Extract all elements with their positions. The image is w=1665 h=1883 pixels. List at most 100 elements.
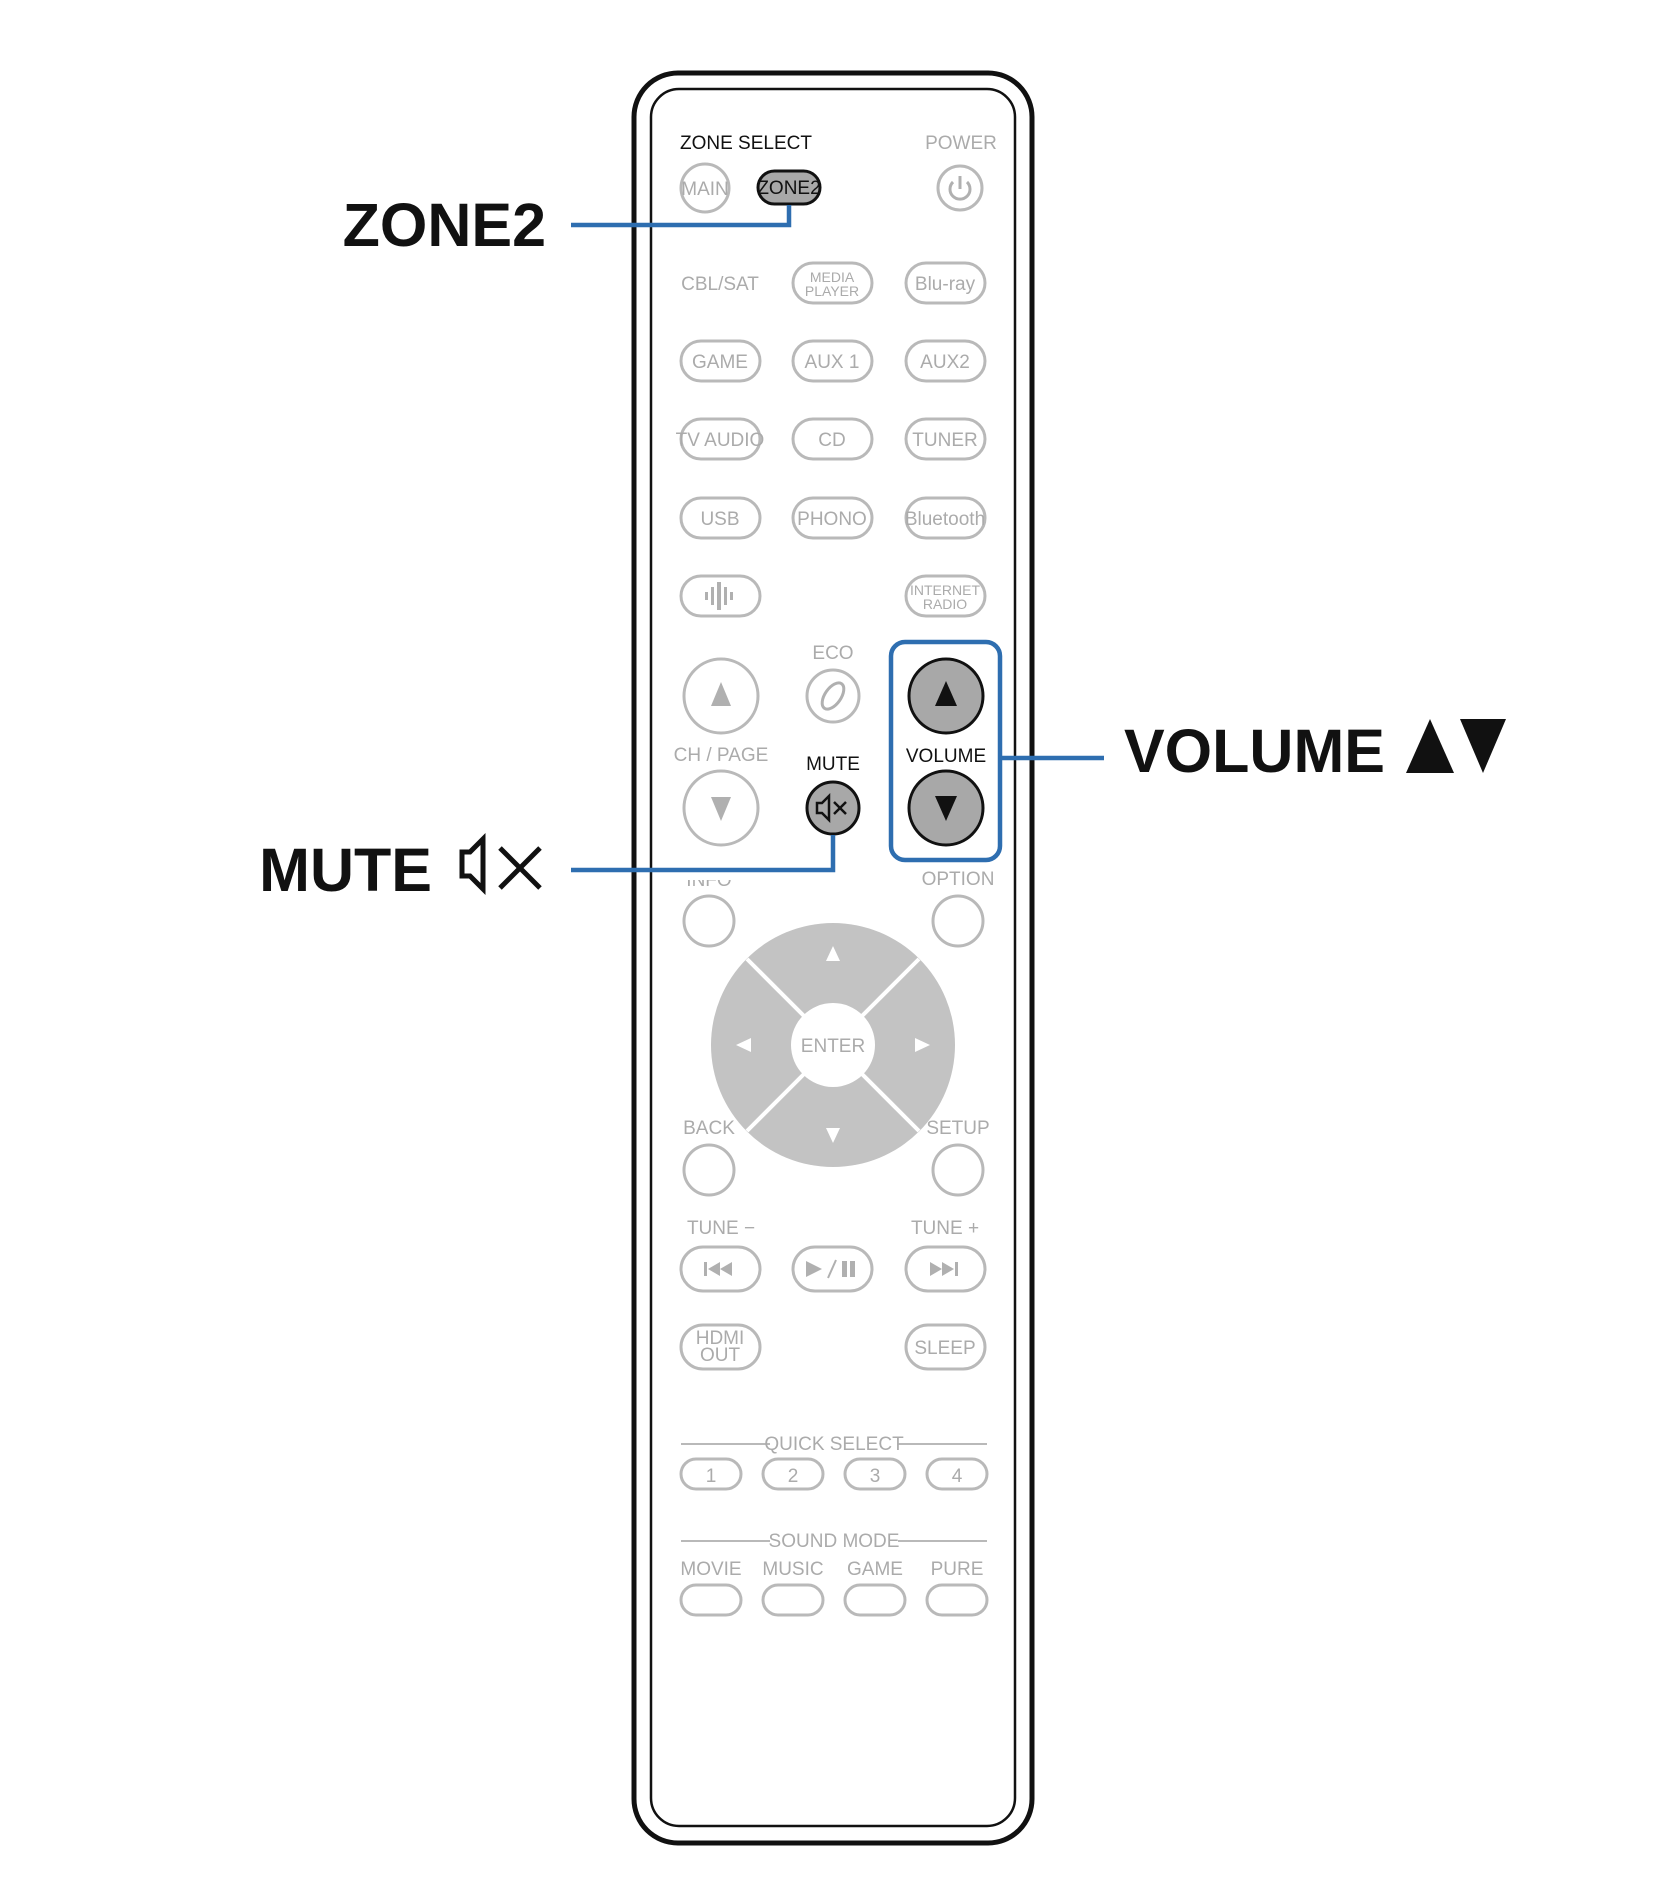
- skip-forward-icon: [930, 1262, 958, 1276]
- source-button-blu-ray[interactable]: Blu-ray: [904, 261, 987, 305]
- play-pause-button[interactable]: [791, 1245, 874, 1293]
- quick-select-section: QUICK SELECT 1 2 3 4: [679, 1434, 989, 1491]
- ch-page-down-button[interactable]: [682, 769, 760, 847]
- svg-text:GAME: GAME: [692, 352, 748, 373]
- skip-back-icon: [704, 1262, 732, 1276]
- source-button-internet-radio[interactable]: INTERNET RADIO: [904, 574, 987, 618]
- dpad-down[interactable]: [826, 1128, 840, 1143]
- heos-icon: [705, 582, 733, 610]
- sleep-button[interactable]: SLEEP: [904, 1323, 987, 1371]
- mute-button[interactable]: [805, 780, 861, 836]
- sound-mode-label: SOUND MODE: [769, 1531, 900, 1552]
- triangle-down-icon: [711, 797, 731, 821]
- svg-text:TV AUDIO: TV AUDIO: [676, 430, 765, 451]
- callout-volume: VOLUME: [1124, 717, 1385, 785]
- enter-button[interactable]: [791, 1003, 875, 1087]
- option-button[interactable]: [931, 894, 985, 948]
- source-button-aux1[interactable]: AUX 1: [791, 339, 874, 383]
- volume-highlight-frame: [888, 639, 1003, 863]
- source-button-bluetooth[interactable]: Bluetooth: [904, 496, 987, 540]
- tune-minus-label: TUNE −: [687, 1218, 755, 1239]
- mute-label: MUTE: [806, 754, 860, 775]
- callout-mute: MUTE: [259, 836, 432, 904]
- dpad-up[interactable]: [826, 946, 840, 961]
- svg-text:4: 4: [952, 1466, 963, 1487]
- sound-mode-pure-button[interactable]: [925, 1583, 989, 1617]
- sound-mode-music-label: MUSIC: [762, 1559, 823, 1580]
- svg-text:CD: CD: [818, 430, 845, 451]
- source-button-tv-audio[interactable]: TV AUDIO: [676, 417, 765, 461]
- enter-label: ENTER: [801, 1036, 865, 1057]
- source-button-phono[interactable]: PHONO: [791, 496, 874, 540]
- dpad-left[interactable]: [736, 1038, 751, 1052]
- source-button-game[interactable]: GAME: [679, 339, 762, 383]
- source-button-media-player[interactable]: MEDIA PLAYER: [791, 261, 874, 305]
- source-button-heos[interactable]: [679, 574, 762, 618]
- svg-text:RADIO: RADIO: [923, 596, 967, 612]
- volume-up-button[interactable]: [907, 657, 985, 735]
- quick-select-button-3[interactable]: 3: [843, 1457, 907, 1491]
- quick-select-button-1[interactable]: 1: [679, 1457, 743, 1491]
- skip-back-button[interactable]: [679, 1245, 762, 1293]
- svg-text:TUNER: TUNER: [912, 430, 977, 451]
- sound-mode-game-button[interactable]: [843, 1583, 907, 1617]
- ch-page-label: CH / PAGE: [674, 745, 769, 766]
- main-button-label: MAIN: [681, 179, 729, 200]
- mute-icon: [815, 792, 847, 824]
- back-button[interactable]: [682, 1143, 736, 1197]
- ch-page-up-button[interactable]: [682, 657, 760, 735]
- triangle-up-icon: [935, 681, 957, 706]
- sound-mode-music-button[interactable]: [761, 1583, 825, 1617]
- hdmi-out-button[interactable]: HDMI OUT: [679, 1323, 762, 1371]
- svg-text:Blu-ray: Blu-ray: [915, 274, 976, 295]
- eco-label: ECO: [812, 643, 853, 664]
- source-button-aux2[interactable]: AUX2: [904, 339, 987, 383]
- svg-text:MEDIA: MEDIA: [810, 269, 855, 285]
- power-button[interactable]: [936, 164, 984, 212]
- callout-zone2: ZONE2: [343, 191, 546, 259]
- quick-select-label: QUICK SELECT: [764, 1434, 904, 1455]
- eco-button[interactable]: [805, 668, 861, 724]
- svg-text:1: 1: [706, 1466, 717, 1487]
- source-button-tuner[interactable]: TUNER: [904, 417, 987, 461]
- quick-select-button-4[interactable]: 4: [925, 1457, 989, 1491]
- svg-text:2: 2: [788, 1466, 799, 1487]
- play-pause-icon: [806, 1259, 855, 1279]
- power-icon: [948, 176, 972, 201]
- svg-text:SLEEP: SLEEP: [914, 1338, 975, 1359]
- volume-label: VOLUME: [906, 746, 986, 767]
- zone2-leader-line: [571, 205, 792, 228]
- sound-mode-movie-label: MOVIE: [680, 1559, 741, 1580]
- svg-text:AUX2: AUX2: [920, 352, 970, 373]
- main-button[interactable]: MAIN: [679, 162, 731, 214]
- volume-down-button[interactable]: [907, 769, 985, 847]
- back-label: BACK: [683, 1118, 735, 1139]
- skip-forward-button[interactable]: [904, 1245, 987, 1293]
- power-label: POWER: [925, 133, 997, 154]
- zone-select-label: ZONE SELECT: [680, 133, 812, 154]
- source-button-usb[interactable]: USB: [679, 496, 762, 540]
- sound-mode-section: SOUND MODE MOVIE MUSIC GAME PURE: [679, 1531, 989, 1617]
- zone2-button-label: ZONE2: [757, 178, 820, 199]
- svg-text:OUT: OUT: [700, 1345, 741, 1366]
- zone2-button[interactable]: ZONE2: [756, 169, 822, 206]
- sound-mode-pure-label: PURE: [931, 1559, 984, 1580]
- source-button-cbl-sat[interactable]: CBL/SAT: [681, 274, 759, 295]
- svg-text:PLAYER: PLAYER: [805, 283, 859, 299]
- svg-text:USB: USB: [700, 509, 739, 530]
- svg-text:PHONO: PHONO: [797, 509, 867, 530]
- quick-select-button-2[interactable]: 2: [761, 1457, 825, 1491]
- triangle-up-icon: [711, 682, 731, 706]
- svg-text:HDMI: HDMI: [696, 1328, 745, 1349]
- tune-plus-label: TUNE +: [911, 1218, 979, 1239]
- mute-icon: [459, 832, 542, 896]
- svg-text:3: 3: [870, 1466, 881, 1487]
- mute-leader-line: [571, 835, 836, 873]
- info-button[interactable]: [682, 894, 736, 948]
- setup-button[interactable]: [931, 1143, 985, 1197]
- source-button-cd[interactable]: CD: [791, 417, 874, 461]
- sound-mode-movie-button[interactable]: [679, 1583, 743, 1617]
- leaf-icon: [820, 681, 846, 711]
- dpad-right[interactable]: [915, 1038, 930, 1052]
